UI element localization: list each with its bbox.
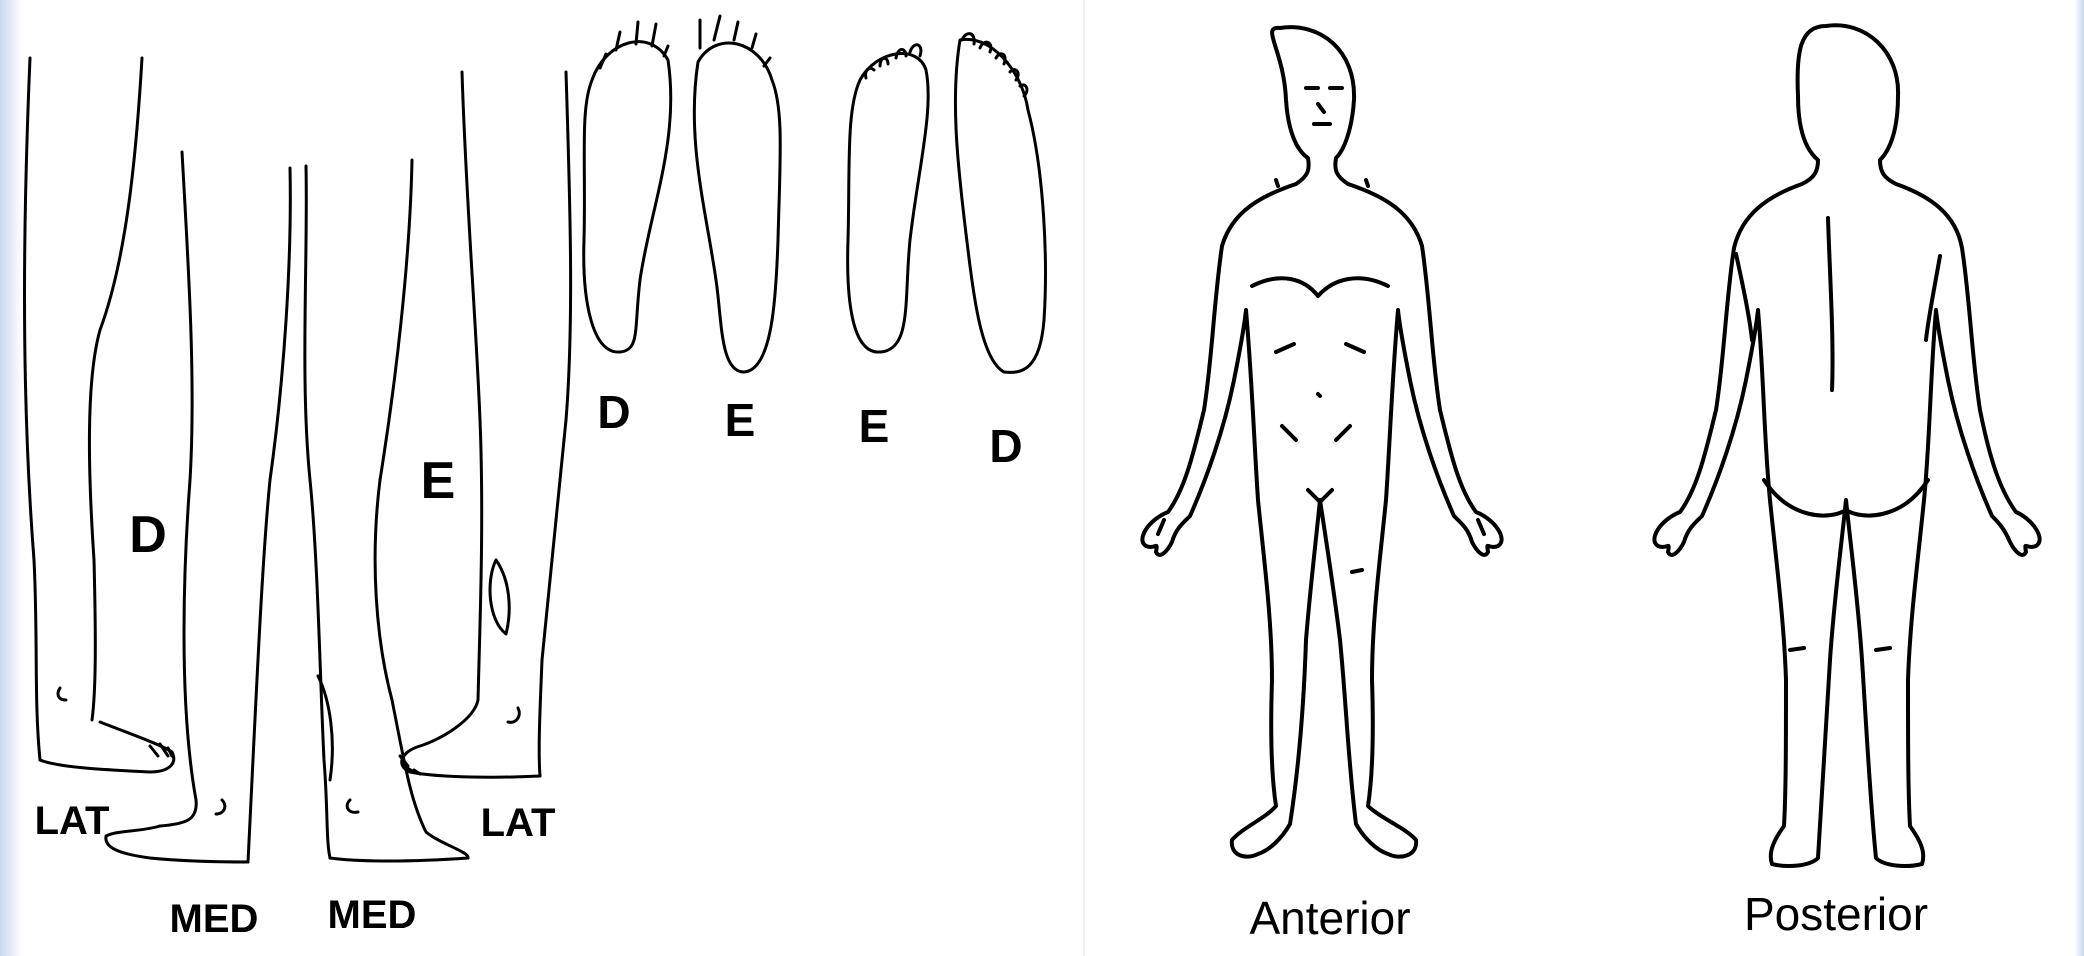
posterior-caption: Posterior: [1744, 888, 1928, 940]
body-posterior-figure: [1654, 25, 2039, 866]
sole-right-2: [955, 34, 1045, 373]
sole-label-2: E: [725, 394, 756, 446]
sole-left-2: [848, 45, 929, 352]
left-leg-lateral: [400, 72, 571, 777]
sole-label-3: E: [859, 400, 890, 452]
sole-right-1: [584, 22, 671, 352]
sole-left-1: [694, 16, 780, 372]
lat-label-right: LAT: [35, 799, 110, 843]
right-leg-lateral: [25, 58, 174, 772]
body-anterior-figure: [1142, 27, 1501, 856]
sole-label-1: D: [597, 386, 630, 438]
left-leg-medial: [305, 160, 468, 861]
anterior-caption: Anterior: [1249, 892, 1410, 944]
leg-label-right: D: [129, 506, 167, 564]
sole-label-4: D: [989, 420, 1022, 472]
leg-label-left: E: [421, 452, 456, 510]
med-label-right: MED: [170, 897, 259, 941]
med-label-left: MED: [328, 893, 417, 937]
lat-label-left: LAT: [481, 801, 556, 845]
